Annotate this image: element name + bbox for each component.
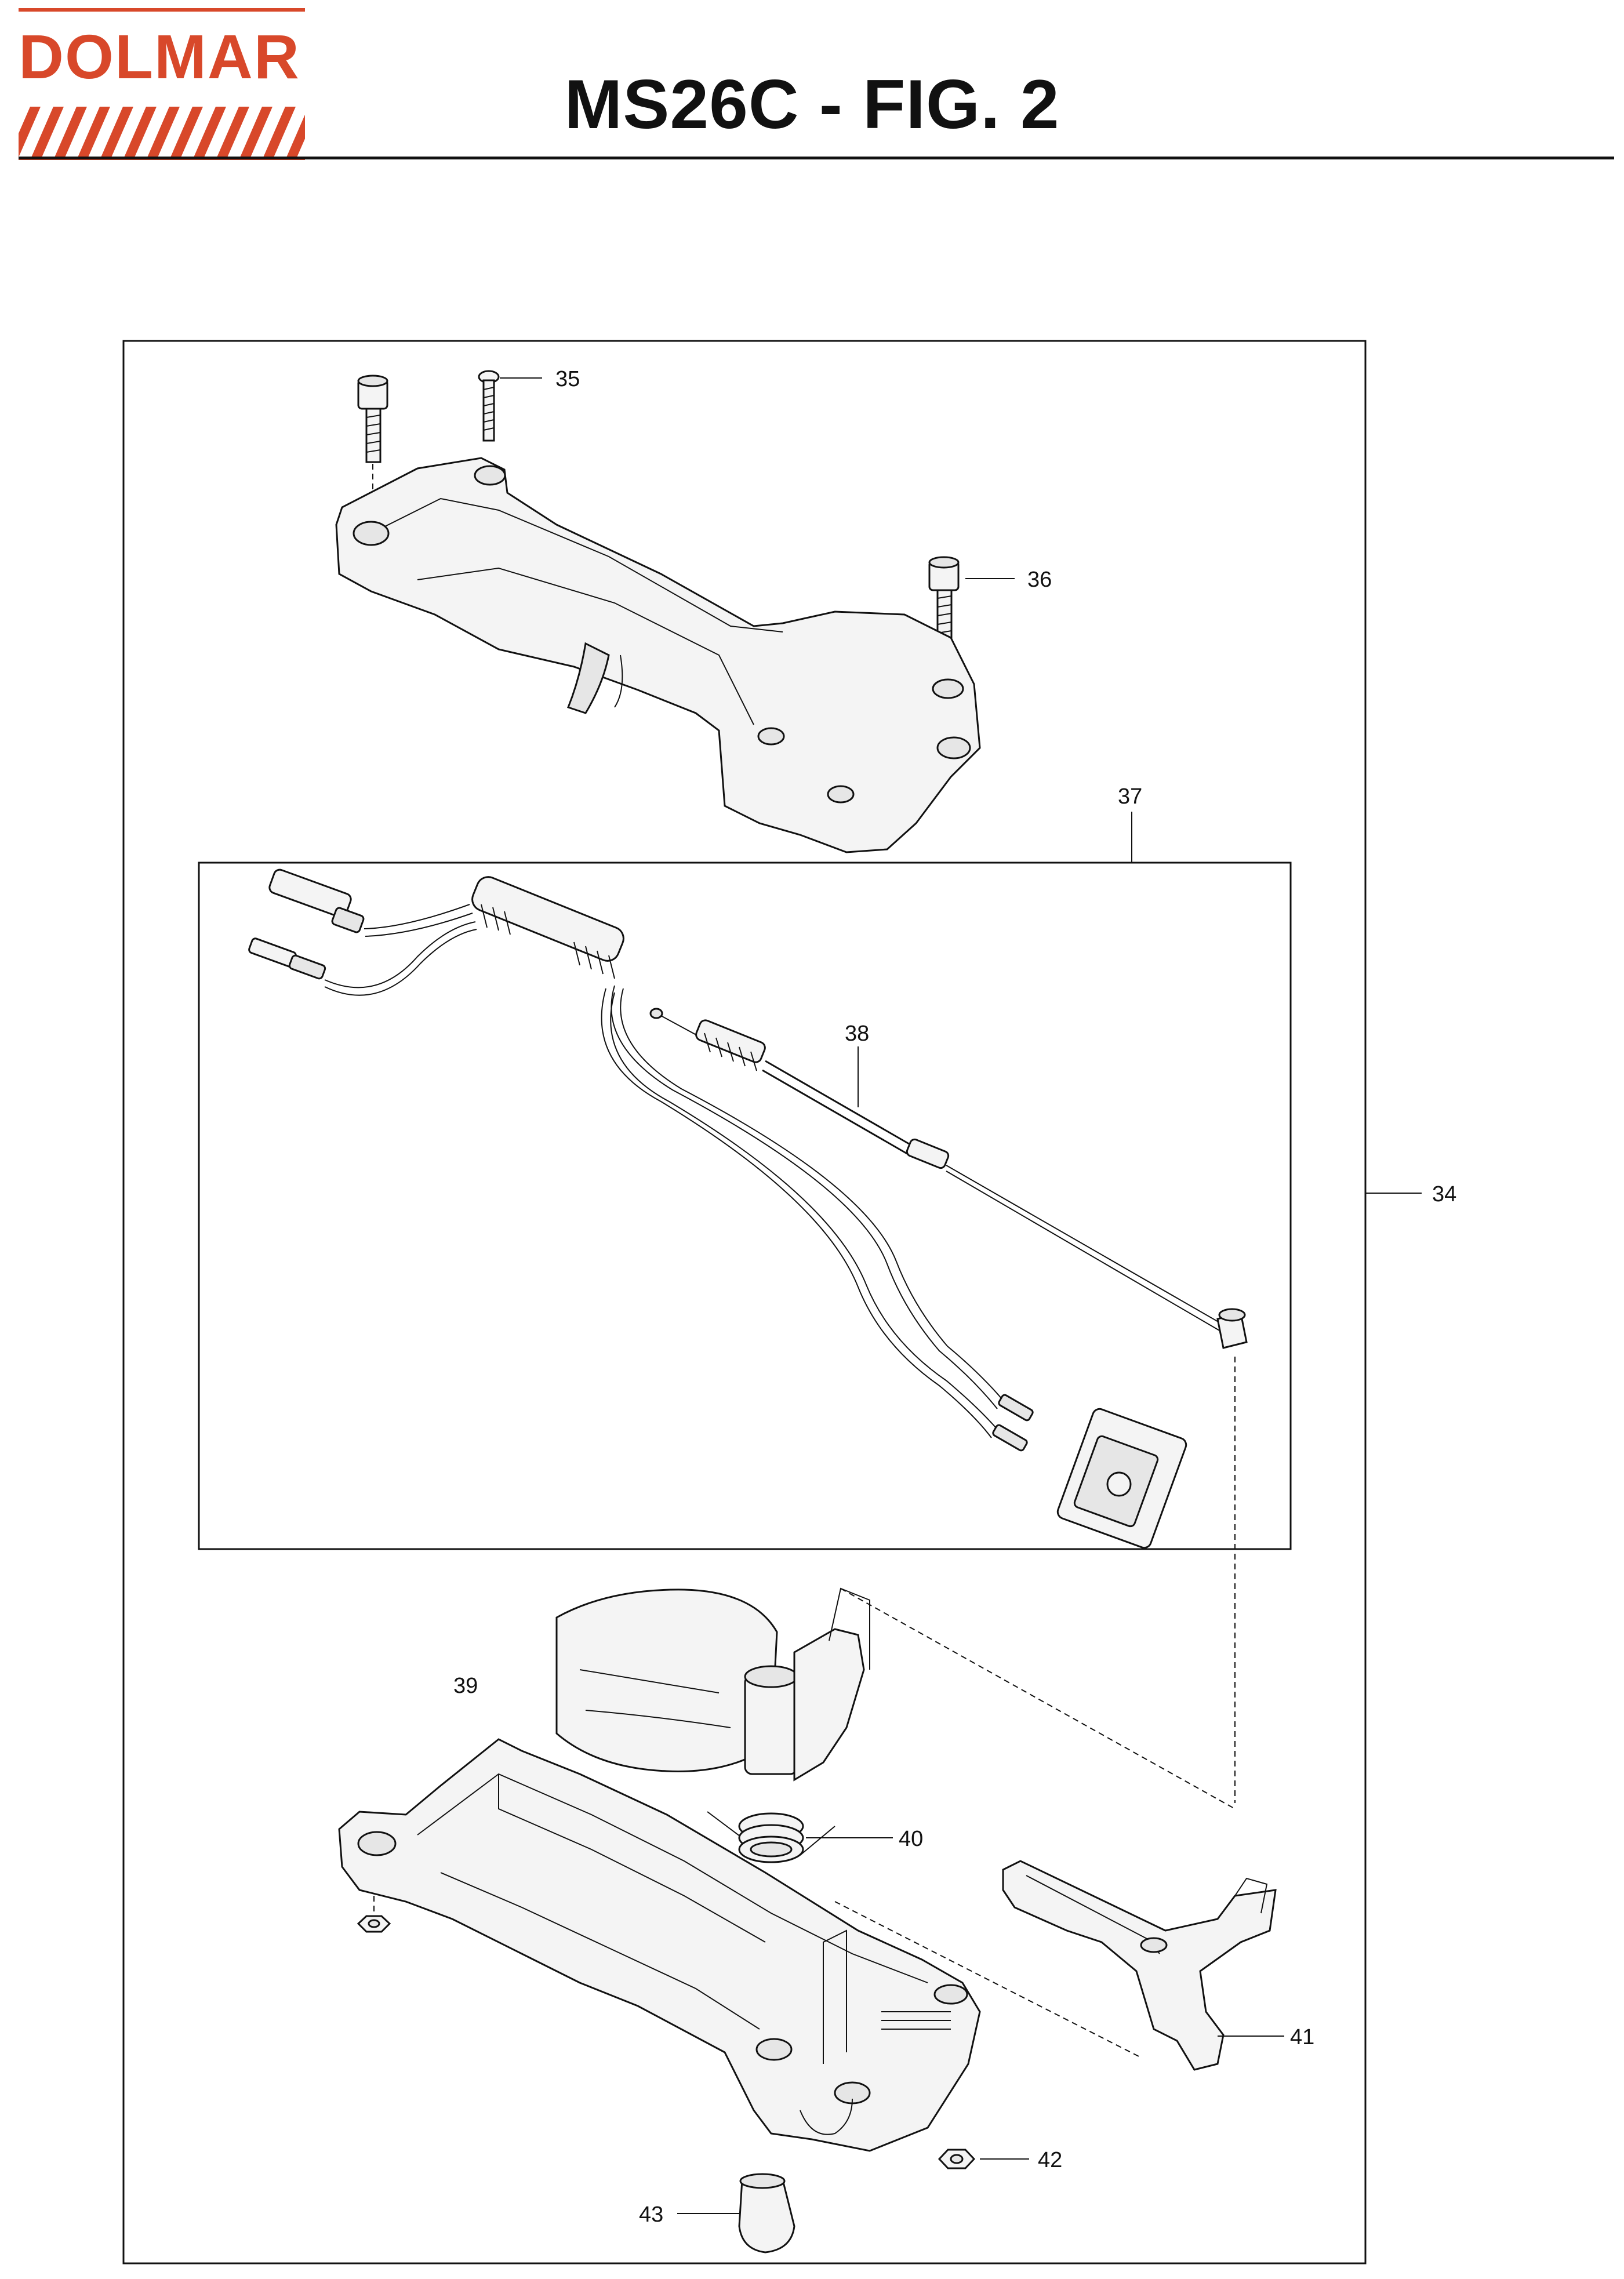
callout-39: 39: [453, 1674, 478, 1698]
cap-43: [738, 2173, 795, 2253]
logo-top-bar: [19, 8, 305, 12]
title-rule: [19, 157, 1614, 159]
torsion-spring-40: [707, 1811, 835, 1863]
lower-handle-housing: [338, 1738, 981, 2152]
callout-42: 42: [1038, 2148, 1062, 2172]
assembly-line-trigger: [840, 1588, 1236, 1809]
callout-41: 41: [1290, 2025, 1314, 2049]
throttle-trigger-39: [555, 1587, 870, 1782]
assembly-frame: [122, 340, 1367, 2265]
wiring-harness-37: [248, 868, 1187, 1549]
throttle-cable-38: [649, 1008, 1248, 1349]
callout-36: 36: [1027, 568, 1052, 592]
callout-35: 35: [555, 367, 580, 391]
callout-40: 40: [899, 1827, 923, 1851]
page-title: MS26C - FIG. 2: [564, 66, 1060, 143]
upper-handle-housing: [335, 457, 981, 853]
socket-bolt-left: [357, 375, 388, 463]
callout-43: 43: [639, 2202, 663, 2227]
callout-37: 37: [1118, 784, 1142, 809]
assembly-line-lock: [834, 1901, 1143, 2059]
callout-34: 34: [1432, 1182, 1456, 1206]
harness-box: [198, 862, 1292, 1550]
screw-35: [478, 370, 500, 442]
nut-42: [938, 2149, 976, 2169]
nut-left: [357, 1915, 391, 1933]
logo-wordmark: DOLMAR: [19, 21, 300, 92]
throttle-lock-41: [1002, 1860, 1277, 2071]
callout-38: 38: [845, 1022, 869, 1046]
